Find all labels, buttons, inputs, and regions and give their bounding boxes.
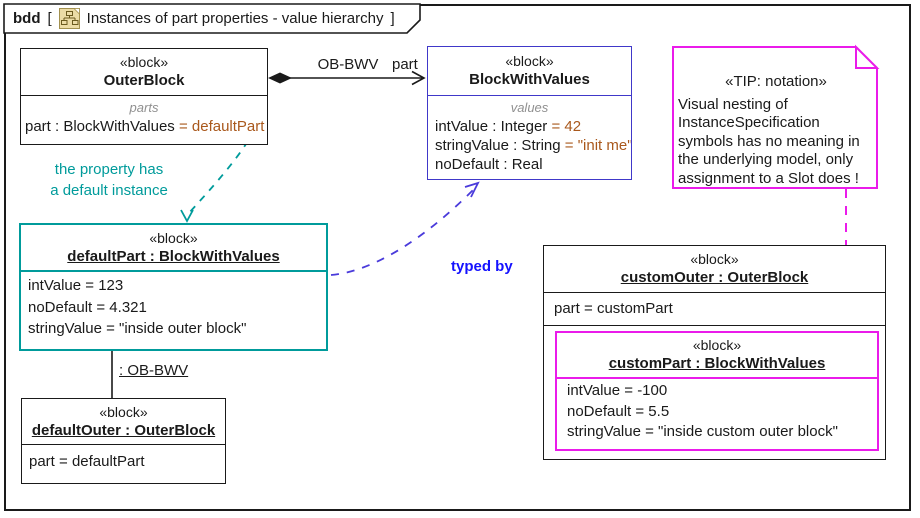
slot-row: part = defaultPart <box>29 453 145 470</box>
tip-note[interactable]: «TIP: notation» Visual nesting of Instan… <box>678 73 874 189</box>
association-name-label: OB-BWV <box>317 56 379 73</box>
dependency-default-instance[interactable] <box>188 140 249 214</box>
slot-row: intValue = -100 <box>567 382 668 399</box>
value-property-row: noDefault : Real <box>428 155 631 174</box>
diagram-tab <box>3 3 421 34</box>
block-blockwithvalues[interactable]: «block» BlockWithValues values intValue … <box>427 46 632 180</box>
slot-row: part = customPart <box>554 300 673 318</box>
note-text: Visual nesting of InstanceSpecification … <box>678 95 860 187</box>
note-stereotype: «TIP: notation» <box>725 73 827 90</box>
slot-row: noDefault = 5.5 <box>567 402 670 420</box>
block-custompart[interactable]: «block» customPart : BlockWithValues int… <box>555 331 879 451</box>
slot-row: stringValue = "inside outer block" <box>28 320 247 337</box>
value-name: stringValue : String <box>435 137 561 154</box>
note-shape[interactable] <box>672 46 878 189</box>
diagram-title: Instances of part properties - value hie… <box>86 9 384 27</box>
default-instance-label: the property has a default instance <box>50 161 168 199</box>
value-name: intValue : Integer <box>435 118 548 135</box>
diagram-icon <box>58 7 80 29</box>
slot-row: noDefault = 4.321 <box>28 298 147 316</box>
part-property-default: = defaultPart <box>178 118 265 135</box>
block-name: BlockWithValues <box>469 71 590 88</box>
slot-row: stringValue = "inside custom outer block… <box>567 423 838 440</box>
value-default: = "init me" <box>564 137 631 154</box>
value-default: = 42 <box>551 118 582 135</box>
value-property-row: stringValue : String = "init me" <box>428 136 631 155</box>
note-fold-icon <box>855 44 880 69</box>
instance-name: defaultOuter : OuterBlock <box>31 421 216 439</box>
compartment-label-values: values <box>510 100 549 115</box>
stereotype-label: «block» <box>692 337 742 353</box>
part-property-row: part : BlockWithValues = defaultPart <box>21 117 267 136</box>
teal-arrowhead-icon <box>180 209 194 223</box>
bracket-close: ] <box>390 9 395 27</box>
instance-name: customOuter : OuterBlock <box>620 269 809 286</box>
association-end-label: part <box>392 56 418 73</box>
value-name: noDefault : Real <box>435 156 543 173</box>
stereotype-label: «block» <box>505 53 554 69</box>
diagram-frame <box>4 4 911 511</box>
part-property-name: part : BlockWithValues <box>25 118 175 135</box>
instance-name: customPart : BlockWithValues <box>608 355 826 372</box>
diagram-kind-label: bdd <box>13 9 41 27</box>
diagram-header: bdd [ Instances of part properties - val… <box>13 7 395 29</box>
stereotype-label: «block» <box>690 251 739 267</box>
compartment-label-parts: parts <box>129 100 159 115</box>
typed-by-label: typed by <box>451 258 513 275</box>
block-defaultpart[interactable]: «block» defaultPart : BlockWithValues in… <box>19 223 328 351</box>
block-name: OuterBlock <box>103 72 185 89</box>
composition-diamond-icon <box>268 72 292 84</box>
stereotype-label: «block» <box>99 403 148 420</box>
block-outerblock[interactable]: «block» OuterBlock parts part : BlockWit… <box>20 48 268 145</box>
blue-arrowhead-icon <box>464 181 480 198</box>
slot-row: intValue = 123 <box>28 277 124 294</box>
value-property-row: intValue : Integer = 42 <box>428 117 631 136</box>
instance-link-label: : OB-BWV <box>119 362 189 379</box>
bracket-open: [ <box>47 9 52 27</box>
open-arrowhead-icon <box>411 70 426 86</box>
block-defaultouter[interactable]: «block» defaultOuter : OuterBlock part =… <box>21 398 226 484</box>
stereotype-label: «block» <box>119 54 169 70</box>
instance-name: defaultPart : BlockWithValues <box>67 247 280 265</box>
dependency-typed-by[interactable] <box>330 185 478 276</box>
stereotype-label: «block» <box>149 229 198 246</box>
